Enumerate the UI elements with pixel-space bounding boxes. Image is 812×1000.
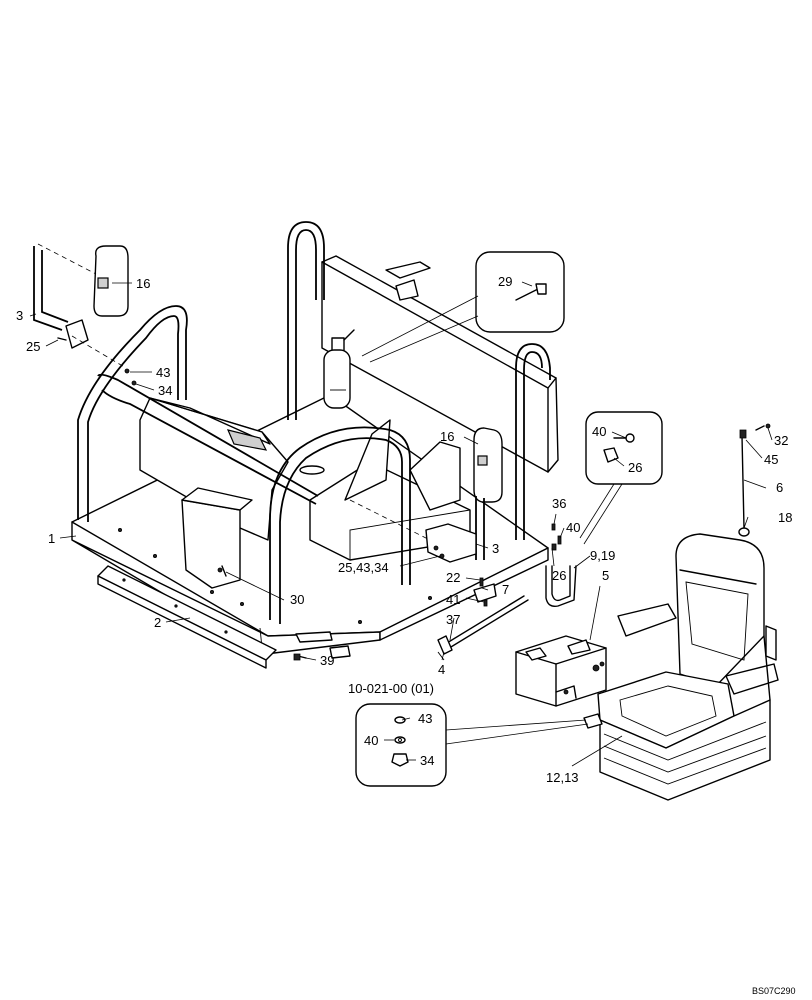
callout-34: 34 [420,753,434,768]
callout-26: 26 [628,460,642,475]
callout-16: 16 [136,276,150,291]
callout-43: 43 [418,711,432,726]
callout-26: 26 [552,568,566,583]
mirror-right [349,427,503,563]
callout-2: 2 [154,615,161,630]
linkage-rod [437,577,529,661]
antenna [738,423,771,537]
mirror-left [33,243,129,369]
callout-4: 4 [438,662,445,677]
callout-40: 40 [566,520,580,535]
callout-12-13: 12,13 [546,770,579,785]
callout-16: 16 [440,429,454,444]
callout-40: 40 [364,733,378,748]
callout-34: 34 [158,383,172,398]
callout-labels: 16 3 25 43 34 29 16 40 26 32 45 6 18 1 3… [16,274,796,996]
callout-1: 1 [48,531,55,546]
strap-assembly [545,523,577,608]
callout-3: 3 [16,308,23,323]
callout-18: 18 [778,510,792,525]
callout-25-43-34: 25,43,34 [338,560,389,575]
callout-3: 3 [492,541,499,556]
rops-frame [77,221,551,624]
callout-6: 6 [776,480,783,495]
callout-43: 43 [156,365,170,380]
step-plate [97,565,277,669]
fire-extinguisher [323,329,355,409]
front-dash [139,397,289,589]
callout-7: 7 [502,582,509,597]
callout-37: 37 [446,612,460,627]
reference-code: 10-021-00 (01) [348,681,434,696]
callout-5: 5 [602,568,609,583]
callout-29: 29 [498,274,512,289]
figure-code: BS07C290 [752,986,796,996]
callout-41: 41 [446,592,460,607]
rear-wall [321,255,559,473]
callout-30: 30 [290,592,304,607]
callout-32: 32 [774,433,788,448]
callout-36: 36 [552,496,566,511]
operator-seat [583,533,779,801]
callout-45: 45 [764,452,778,467]
callout-22: 22 [446,570,460,585]
callout-39: 39 [320,653,334,668]
detail-box-29 [361,251,565,363]
callout-25: 25 [26,339,40,354]
leader-lines [29,281,773,767]
detail-box-43-40-34 [355,703,589,787]
callout-40: 40 [592,424,606,439]
battery-box [515,635,607,707]
callout-9-19: 9,19 [590,548,615,563]
